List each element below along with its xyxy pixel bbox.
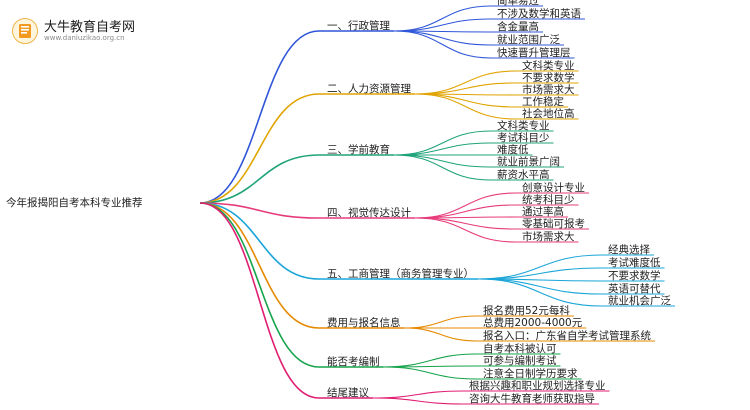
leaf-node: 统考科目少	[522, 194, 575, 206]
branch-to-leaf-link	[393, 30, 492, 46]
root-to-branch-link	[199, 202, 320, 329]
leaf-node: 不要求数学	[608, 270, 661, 282]
leaf-node: 社会地位高	[522, 108, 575, 120]
leaf-node: 根据兴趣和职业规划选择专业	[469, 380, 606, 392]
branch-to-leaf-link	[414, 70, 517, 95]
leaf-node: 简单易过	[497, 0, 539, 7]
branch-node: 一、行政管理	[327, 20, 390, 32]
leaf-node: 市场需求大	[522, 84, 575, 96]
branch-to-leaf-link	[414, 217, 517, 230]
branch-to-leaf-link	[393, 154, 492, 168]
root-to-branch-link	[199, 154, 320, 204]
root-to-branch-link	[199, 202, 320, 280]
branch-to-leaf-link	[414, 204, 517, 219]
watermark-logo: 大牛教育自考网 www.daniuzikao.org.cn	[12, 16, 152, 50]
leaf-node: 不涉及数学和英语	[497, 8, 581, 20]
branch-to-leaf-link	[372, 390, 464, 399]
branch-node: 三、学前教育	[327, 144, 390, 156]
root-to-branch-link	[199, 202, 320, 399]
leaf-node: 快速晋升管理层	[497, 47, 571, 59]
root-to-branch-link	[199, 202, 320, 219]
leaf-node: 报名费用52元每科	[483, 305, 570, 317]
leaf-node: 文科类专业	[522, 60, 575, 72]
leaf-node: 英语可替代	[608, 283, 661, 295]
branch-node: 四、视觉传达设计	[327, 207, 411, 219]
branch-to-leaf-link	[372, 397, 464, 405]
leaf-node: 考试难度低	[608, 257, 661, 269]
watermark-site-url: www.daniuzikao.org.cn	[44, 34, 125, 42]
book-icon	[12, 18, 38, 44]
branch-to-leaf-link	[393, 5, 492, 32]
leaf-node: 报名入口：广东省自学考试管理系统	[483, 330, 651, 342]
root-to-branch-link	[199, 30, 320, 204]
leaf-node: 零基础可报考	[522, 218, 585, 230]
leaf-node: 自考本科被认可	[483, 343, 557, 355]
leaf-node: 总费用2000-4000元	[483, 317, 583, 329]
branch-node: 能否考编制	[327, 356, 380, 368]
root-to-branch-link	[199, 93, 320, 204]
leaf-node: 就业范围广泛	[497, 34, 560, 46]
branch-to-leaf-link	[393, 30, 492, 59]
leaf-node: 创意设计专业	[522, 182, 585, 194]
branch-node: 五、工商管理（商务管理专业）	[327, 268, 474, 280]
branch-node: 二、人力资源管理	[327, 83, 411, 95]
branch-to-leaf-link	[393, 154, 492, 181]
branch-to-leaf-link	[383, 353, 478, 368]
branch-to-leaf-link	[477, 267, 603, 280]
mindmap-root: 今年报揭阳自考本科专业推荐	[6, 197, 143, 209]
branch-to-leaf-link	[414, 82, 517, 95]
leaf-node: 可参与编制考试	[483, 355, 557, 367]
branch-to-leaf-link	[404, 315, 478, 329]
branch-node: 结尾建议	[327, 387, 369, 399]
branch-node: 费用与报名信息	[327, 317, 401, 329]
leaf-node: 考试科目少	[497, 132, 550, 144]
leaf-node: 不要求数学	[522, 72, 575, 84]
branch-to-leaf-link	[393, 142, 492, 156]
leaf-node: 注意全日制学历要求	[483, 368, 578, 380]
branch-to-leaf-link	[414, 217, 517, 243]
branch-to-leaf-link	[477, 278, 603, 307]
branch-to-leaf-link	[414, 93, 517, 108]
leaf-node: 文科类专业	[497, 120, 550, 132]
leaf-node: 就业机会广泛	[608, 295, 671, 307]
leaf-node: 工作稳定	[522, 96, 564, 108]
watermark-site-name: 大牛教育自考网	[44, 20, 136, 35]
branch-to-leaf-link	[477, 254, 603, 280]
branch-to-leaf-link	[414, 93, 517, 120]
leaf-node: 经典选择	[608, 244, 650, 256]
leaf-node: 含金量高	[497, 21, 539, 33]
branch-to-leaf-link	[393, 18, 492, 32]
leaf-node: 就业前景广阔	[497, 156, 560, 168]
leaf-node: 薪资水平高	[497, 169, 550, 181]
leaf-node: 市场需求大	[522, 231, 575, 243]
root-to-branch-link	[199, 202, 320, 368]
leaf-node: 难度低	[497, 144, 529, 156]
leaf-node: 咨询大牛教育老师获取指导	[469, 393, 595, 405]
branch-to-leaf-link	[404, 327, 478, 342]
branch-to-leaf-link	[383, 366, 478, 380]
leaf-node: 通过率高	[522, 206, 564, 218]
